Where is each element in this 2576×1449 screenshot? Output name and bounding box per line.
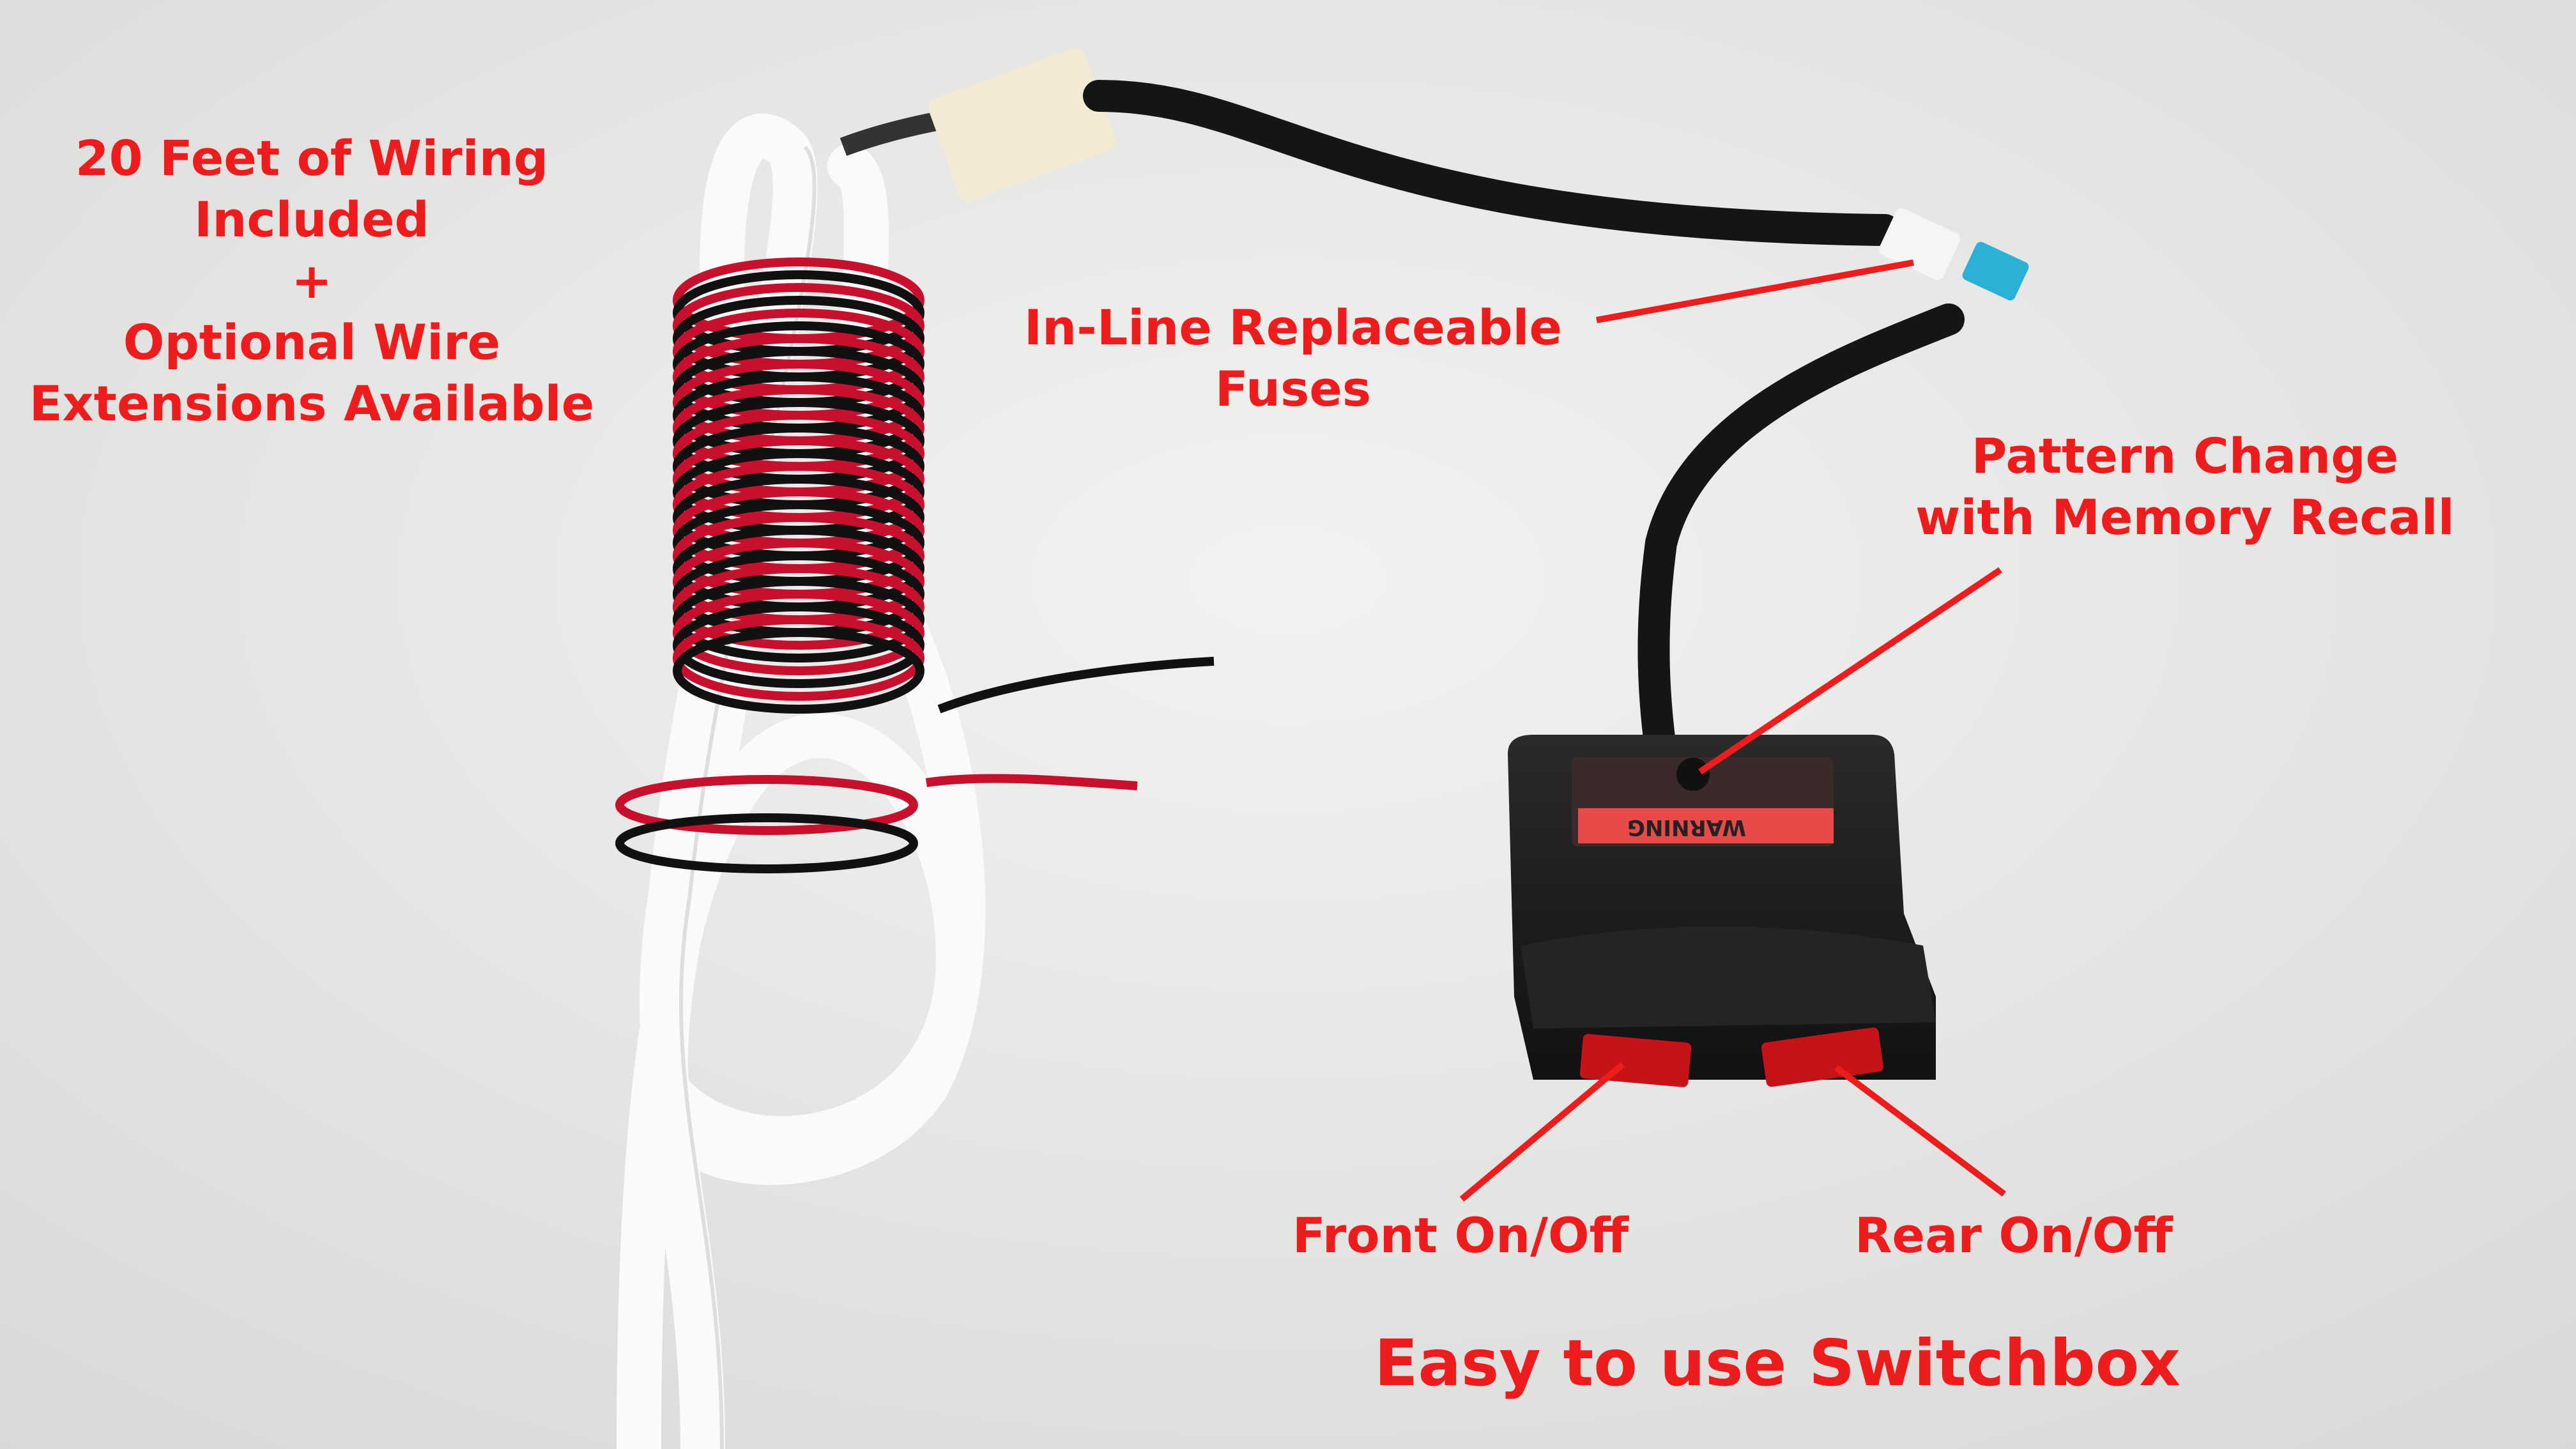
connector bbox=[839, 47, 1117, 202]
annotation-line: In-Line Replaceable bbox=[1023, 299, 1563, 356]
annotation-line: + bbox=[291, 252, 332, 309]
wiring-annotation: 20 Feet of Wiring Included + Optional Wi… bbox=[29, 128, 595, 434]
annotation-line: Extensions Available bbox=[29, 375, 595, 432]
annotation-line: Fuses bbox=[1215, 360, 1372, 417]
annotation-line: 20 Feet of Wiring bbox=[75, 130, 549, 187]
switchbox: WARNING bbox=[1508, 735, 1936, 1087]
rear-pointer-line bbox=[1834, 1065, 2007, 1197]
black-cable bbox=[1083, 80, 1965, 770]
annotation-line: Pattern Change bbox=[1971, 427, 2399, 484]
annotation-line: Included bbox=[194, 191, 429, 248]
warning-label: WARNING bbox=[1627, 815, 1746, 840]
pattern-button[interactable] bbox=[1676, 758, 1710, 791]
annotation-lines bbox=[1459, 259, 2007, 1202]
front-pointer-line bbox=[1459, 1062, 1625, 1202]
front-switch[interactable] bbox=[1579, 1034, 1692, 1088]
rear-annotation: Rear On/Off bbox=[1855, 1207, 2173, 1264]
switchbox-title: Easy to use Switchbox bbox=[1374, 1326, 2181, 1400]
annotation-line: with Memory Recall bbox=[1915, 489, 2455, 546]
fuse-pointer-line bbox=[1596, 259, 1914, 323]
rear-switch[interactable] bbox=[1761, 1027, 1884, 1087]
annotation-line: Optional Wire bbox=[123, 314, 501, 371]
fuses-annotation: In-Line Replaceable Fuses bbox=[1024, 297, 1562, 420]
power-wire-coil bbox=[615, 257, 1215, 873]
front-annotation: Front On/Off bbox=[1292, 1207, 1629, 1264]
pattern-pointer-line bbox=[1698, 567, 2002, 775]
pattern-annotation: Pattern Change with Memory Recall bbox=[1915, 425, 2455, 548]
